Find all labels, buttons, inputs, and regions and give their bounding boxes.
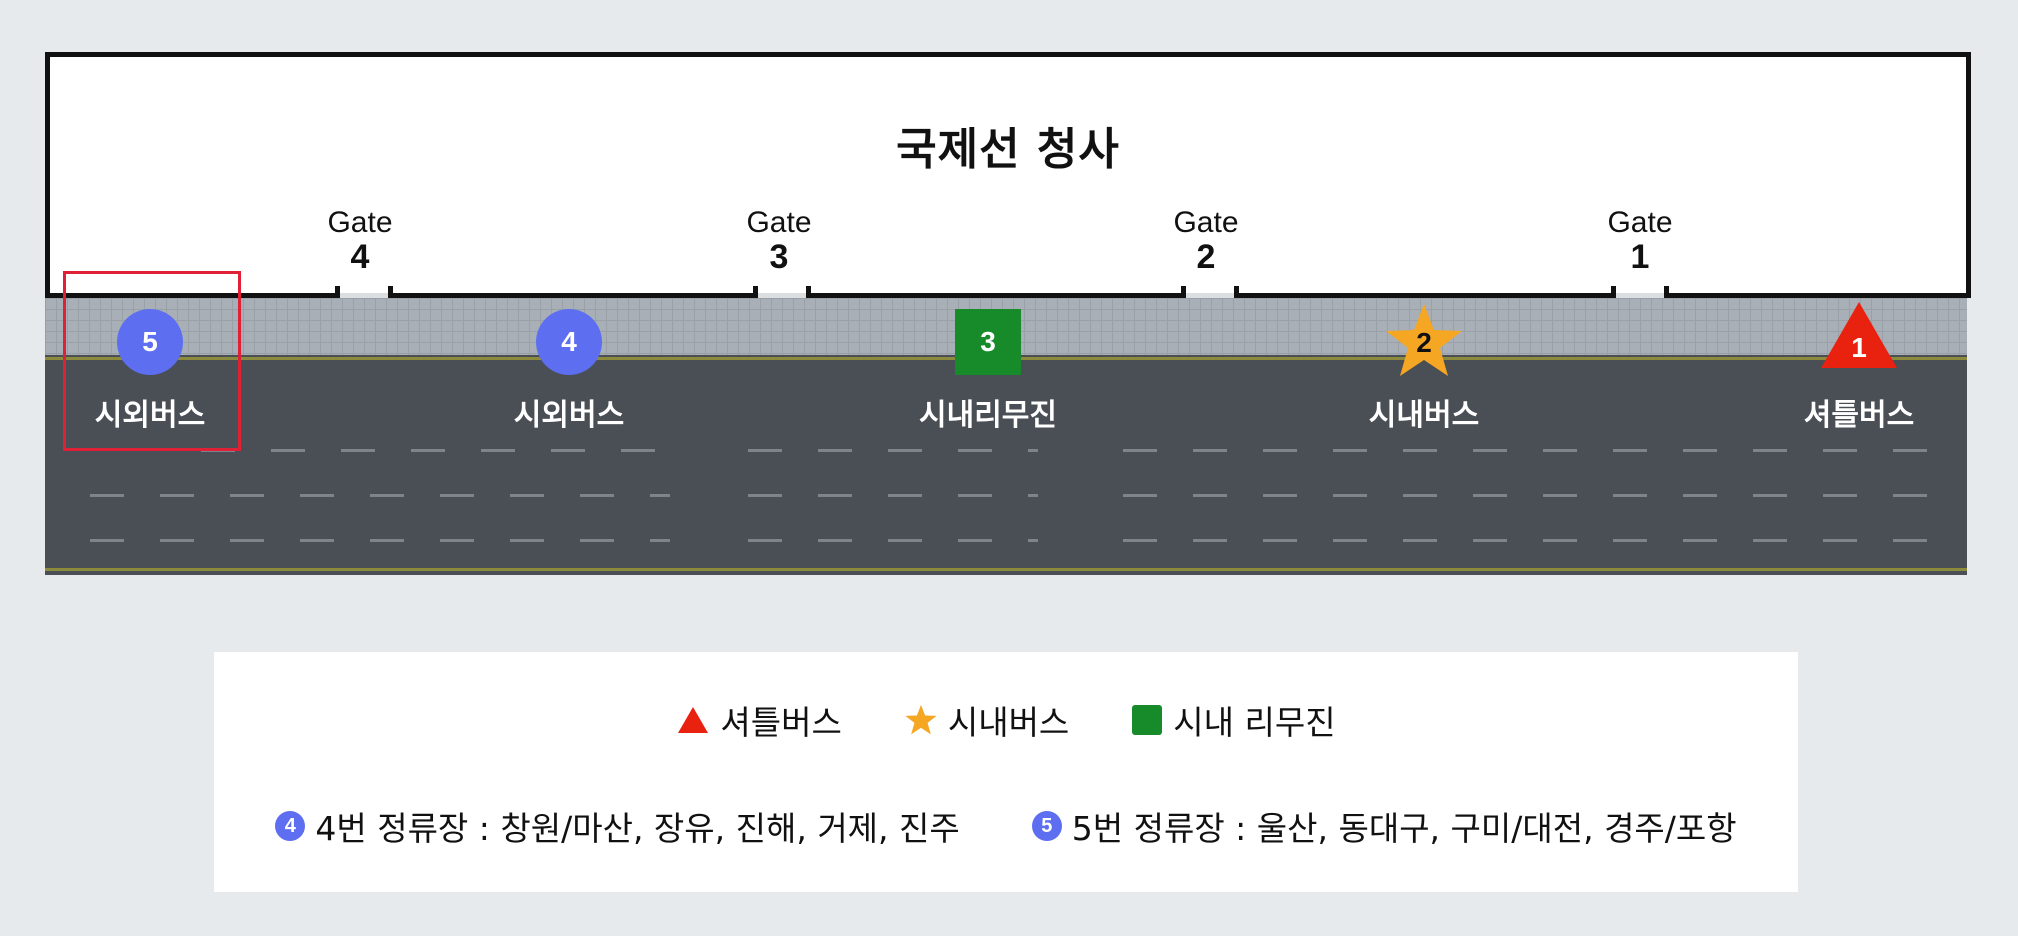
- triangle-icon: [678, 707, 709, 733]
- terminal-wall-segment: [1239, 293, 1611, 298]
- gate-number: 3: [769, 238, 789, 276]
- lane-marking: [748, 449, 1038, 452]
- lane-marking: [748, 539, 1038, 542]
- lane-marking: [1123, 449, 1943, 452]
- lane-marking: [1123, 494, 1943, 497]
- legend-stop-4: 4 4번 정류장 : 창원/마산, 장유, 진해, 거제, 진주: [275, 802, 960, 850]
- stop-5-label: 시외버스: [94, 398, 206, 433]
- stop-number-badge: 4: [275, 811, 306, 841]
- legend-stop-text: 5번 정류장 : 울산, 동대구, 구미/대전, 경주/포항: [1071, 809, 1737, 848]
- terminal-wall-segment: [45, 293, 335, 298]
- lane-marking: [748, 494, 1038, 497]
- legend-label: 시내버스: [947, 703, 1070, 742]
- legend-types: 셔틀버스 시내버스 시내 리무진: [214, 696, 1798, 744]
- gate-2-opening: [1181, 286, 1239, 306]
- stop-3-marker[interactable]: 3: [955, 309, 1021, 375]
- gate-2-label: Gate 2: [1146, 206, 1266, 274]
- lane-marking: [90, 539, 670, 542]
- gate-word: Gate: [1173, 206, 1239, 239]
- stop-number: 2: [1416, 327, 1432, 358]
- gate-3-opening: [753, 286, 811, 306]
- stop-1-marker[interactable]: 1: [1819, 300, 1899, 370]
- triangle-icon: [1821, 302, 1897, 368]
- stop-2-marker[interactable]: 2: [1384, 302, 1464, 380]
- legend-city-bus: 시내버스: [904, 696, 1069, 744]
- terminal-wall-segment: [811, 293, 1181, 298]
- gate-4-label: Gate 4: [300, 206, 420, 274]
- legend-stop-5: 5 5번 정류장 : 울산, 동대구, 구미/대전, 경주/포항: [1031, 802, 1737, 850]
- lane-marking: [1123, 539, 1943, 542]
- gate-number: 2: [1196, 238, 1216, 276]
- legend-label: 시내 리무진: [1173, 703, 1336, 742]
- road: [45, 355, 1967, 575]
- lane-marking: [201, 449, 671, 452]
- stop-5-marker[interactable]: 5: [117, 309, 183, 375]
- stop-number: 1: [1851, 332, 1867, 363]
- international-terminal: 국제선 청사: [45, 52, 1971, 295]
- lane-marking: [90, 494, 670, 497]
- terminal-wall-segment: [1669, 293, 1971, 298]
- gate-word: Gate: [1607, 206, 1673, 239]
- legend-panel: 셔틀버스 시내버스 시내 리무진 4 4번 정류장 : 창원/마산, 장유, 진…: [214, 652, 1798, 892]
- legend-shuttle: 셔틀버스: [676, 696, 842, 744]
- stop-number-badge: 5: [1031, 811, 1062, 841]
- terminal-title: 국제선 청사: [896, 124, 1120, 175]
- terminal-wall-segment: [393, 293, 753, 298]
- stop-4-label: 시외버스: [513, 398, 625, 433]
- gate-1-opening: [1611, 286, 1669, 306]
- gate-3-label: Gate 3: [719, 206, 839, 274]
- stop-number: 5: [142, 326, 158, 357]
- selected-stop-highlight: [63, 271, 241, 451]
- gate-number: 4: [350, 238, 370, 276]
- legend-city-limousine: 시내 리무진: [1131, 696, 1336, 744]
- gate-number: 1: [1630, 238, 1650, 276]
- stop-4-marker[interactable]: 4: [536, 309, 602, 375]
- gate-word: Gate: [327, 206, 393, 239]
- legend-stops: 4 4번 정류장 : 창원/마산, 장유, 진해, 거제, 진주 5 5번 정류…: [214, 802, 1798, 850]
- stop-1-label: 셔틀버스: [1803, 398, 1915, 433]
- square-icon: [1132, 705, 1163, 735]
- gate-1-label: Gate 1: [1580, 206, 1700, 274]
- legend-label: 셔틀버스: [720, 703, 842, 742]
- star-icon: [905, 704, 937, 735]
- gate-4-opening: [335, 286, 393, 306]
- star-icon: [1386, 304, 1462, 376]
- gate-word: Gate: [746, 206, 812, 239]
- stop-number: 4: [561, 326, 577, 357]
- stop-3-label: 시내리무진: [919, 398, 1057, 433]
- road-edge-line: [45, 568, 1967, 571]
- stop-number: 3: [980, 326, 996, 357]
- stop-2-label: 시내버스: [1368, 398, 1480, 433]
- legend-stop-text: 4번 정류장 : 창원/마산, 장유, 진해, 거제, 진주: [315, 809, 960, 848]
